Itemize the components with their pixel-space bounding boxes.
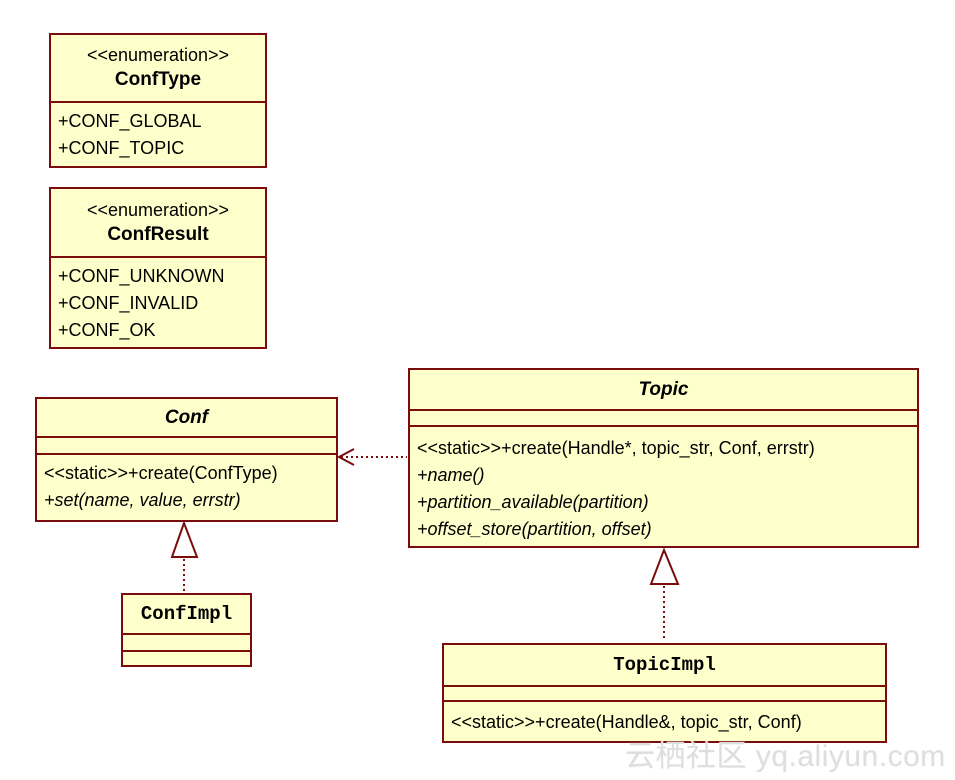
enum-confresult-members: +CONF_UNKNOWN +CONF_INVALID +CONF_OK: [51, 256, 265, 347]
method: +offset_store(partition, offset): [417, 519, 652, 539]
enum-member: +CONF_UNKNOWN: [58, 266, 225, 286]
class-confimpl-box: ConfImpl: [121, 593, 252, 667]
enum-conftype-stereotype: <<enumeration>>: [86, 45, 230, 65]
enum-conftype-header: <<enumeration>> ConfType: [51, 35, 265, 101]
class-topic-attributes-empty: [410, 409, 917, 425]
class-topicimpl-title: TopicImpl: [613, 654, 716, 676]
method: <<static>>+create(Handle&, topic_str, Co…: [451, 712, 802, 732]
method: +partition_available(partition): [417, 492, 649, 512]
class-confimpl-methods-empty: [123, 650, 250, 665]
realization-arrow-topicimpl-to-topic: [649, 547, 680, 641]
enum-member: +CONF_TOPIC: [58, 138, 185, 158]
enum-conftype-box: <<enumeration>> ConfType +CONF_GLOBAL +C…: [49, 33, 267, 168]
enum-member: +CONF_INVALID: [58, 293, 199, 313]
class-topic-methods: <<static>>+create(Handle*, topic_str, Co…: [410, 425, 917, 546]
class-topicimpl-methods: <<static>>+create(Handle&, topic_str, Co…: [444, 700, 885, 741]
method: +set(name, value, errstr): [44, 490, 241, 510]
method: <<static>>+create(Handle*, topic_str, Co…: [417, 438, 815, 458]
class-conf-methods: <<static>>+create(ConfType) +set(name, v…: [37, 453, 336, 520]
enum-confresult-stereotype: <<enumeration>>: [86, 199, 230, 220]
watermark-text: 云栖社区 yq.aliyun.com: [625, 740, 946, 773]
enum-member: +CONF_GLOBAL: [58, 111, 202, 131]
class-conf-box: Conf <<static>>+create(ConfType) +set(na…: [35, 397, 338, 522]
class-topic-box: Topic <<static>>+create(Handle*, topic_s…: [408, 368, 919, 548]
class-topic-title: Topic: [638, 378, 689, 400]
realization-arrow-confimpl-to-conf: [170, 520, 199, 591]
class-topicimpl-attributes-empty: [444, 685, 885, 700]
class-conf-title: Conf: [164, 406, 209, 428]
enum-confresult-name: ConfResult: [107, 223, 209, 245]
class-confimpl-attributes-empty: [123, 633, 250, 650]
enum-member: +CONF_OK: [58, 320, 156, 340]
enum-conftype-name: ConfType: [114, 69, 202, 90]
class-topicimpl-box: TopicImpl <<static>>+create(Handle&, top…: [442, 643, 887, 743]
enum-confresult-box: <<enumeration>> ConfResult +CONF_UNKNOWN…: [49, 187, 267, 349]
enum-conftype-members: +CONF_GLOBAL +CONF_TOPIC: [51, 101, 265, 166]
method: +name(): [417, 465, 485, 485]
dependency-arrow-topic-to-conf: [336, 448, 407, 466]
class-conf-attributes-empty: [37, 436, 336, 453]
method: <<static>>+create(ConfType): [44, 463, 278, 483]
class-confimpl-title: ConfImpl: [140, 603, 233, 625]
enum-confresult-header: <<enumeration>> ConfResult: [51, 189, 265, 256]
